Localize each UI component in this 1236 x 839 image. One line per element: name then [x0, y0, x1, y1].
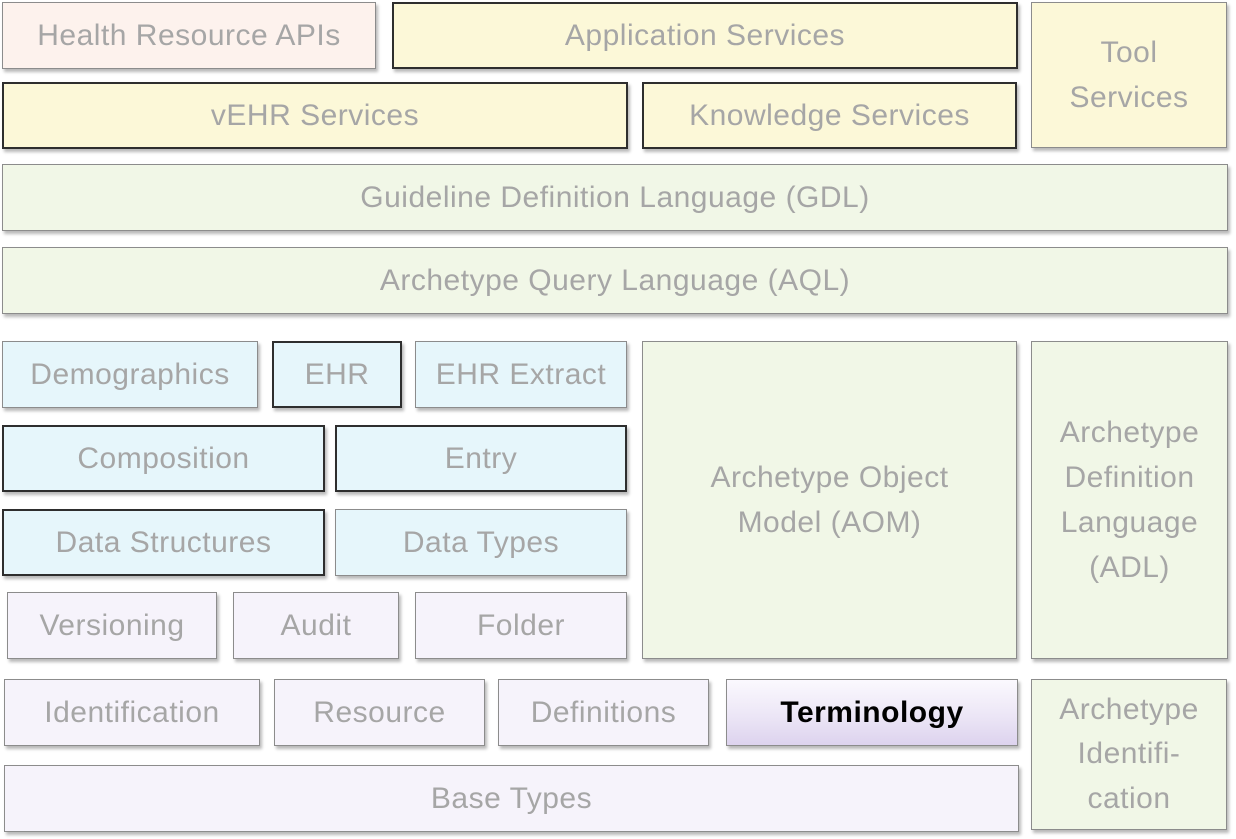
health-resource-apis-label: Health Resource APIs	[37, 19, 341, 52]
audit-label: Audit	[280, 609, 352, 642]
identification-block: Identification	[4, 679, 260, 746]
terminology-label: Terminology	[780, 696, 964, 729]
vehr-services-label: vEHR Services	[210, 99, 420, 132]
composition-block: Composition	[2, 425, 325, 492]
aom-block: Archetype Object Model (AOM)	[642, 341, 1017, 659]
archetype-identification-block: Archetype Identifi- cation	[1031, 679, 1227, 830]
resource-label: Resource	[313, 696, 446, 729]
archetype-identification-label-line2: Identifi-	[1077, 737, 1181, 771]
data-types-label: Data Types	[402, 526, 560, 559]
health-resource-apis-block: Health Resource APIs	[2, 2, 376, 69]
data-types-block: Data Types	[335, 509, 627, 576]
base-types-block: Base Types	[4, 765, 1019, 832]
resource-block: Resource	[274, 679, 485, 746]
knowledge-services-block: Knowledge Services	[642, 82, 1017, 149]
tool-services-label-line1: Tool	[1100, 36, 1158, 69]
aom-label-line1: Archetype Object	[710, 461, 949, 494]
aql-block: Archetype Query Language (AQL)	[2, 247, 1228, 314]
ehr-extract-block: EHR Extract	[415, 341, 627, 408]
tool-services-block: Tool Services	[1031, 2, 1227, 148]
vehr-services-block: vEHR Services	[2, 82, 628, 149]
data-structures-block: Data Structures	[2, 509, 325, 576]
adl-label-line2: Definition	[1064, 461, 1195, 494]
versioning-label: Versioning	[39, 609, 185, 642]
adl-label-line1: Archetype	[1059, 416, 1200, 449]
aql-label: Archetype Query Language (AQL)	[379, 264, 851, 297]
ehr-label: EHR	[304, 358, 370, 391]
archetype-identification-label-line1: Archetype	[1059, 692, 1199, 726]
gdl-block: Guideline Definition Language (GDL)	[2, 164, 1228, 231]
definitions-block: Definitions	[498, 679, 709, 746]
tool-services-label-line2: Services	[1069, 81, 1189, 114]
application-services-block: Application Services	[392, 2, 1018, 69]
adl-label-line4: (ADL)	[1089, 551, 1170, 584]
versioning-block: Versioning	[7, 592, 217, 659]
knowledge-services-label: Knowledge Services	[689, 99, 970, 132]
data-structures-label: Data Structures	[55, 526, 272, 559]
composition-label: Composition	[77, 442, 250, 475]
aom-label-line2: Model (AOM)	[737, 506, 922, 539]
definitions-label: Definitions	[530, 696, 677, 729]
gdl-label: Guideline Definition Language (GDL)	[360, 181, 870, 214]
terminology-block: Terminology	[726, 679, 1018, 746]
base-types-label: Base Types	[430, 782, 593, 815]
folder-block: Folder	[415, 592, 627, 659]
demographics-label: Demographics	[30, 358, 230, 391]
entry-block: Entry	[335, 425, 627, 492]
ehr-block: EHR	[272, 341, 402, 408]
application-services-label: Application Services	[564, 19, 846, 52]
identification-label: Identification	[44, 696, 220, 729]
ehr-extract-label: EHR Extract	[435, 358, 607, 391]
adl-label-line3: Language	[1060, 506, 1199, 539]
entry-label: Entry	[444, 442, 518, 475]
folder-label: Folder	[476, 609, 566, 642]
adl-block: Archetype Definition Language (ADL)	[1031, 341, 1228, 659]
archetype-identification-label-line3: cation	[1087, 781, 1171, 815]
demographics-block: Demographics	[2, 341, 258, 408]
audit-block: Audit	[233, 592, 399, 659]
